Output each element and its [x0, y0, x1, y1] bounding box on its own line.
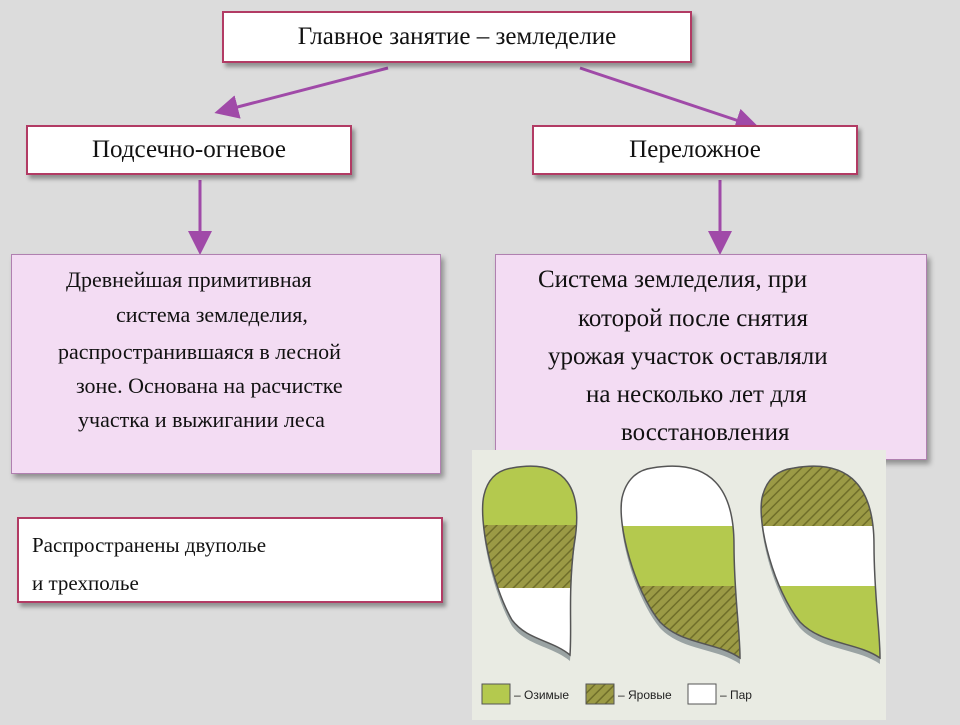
- right-branch-title: Переложное: [629, 136, 761, 163]
- left-branch-title: Подсечно-огневое: [92, 136, 286, 163]
- field-1: [481, 465, 578, 661]
- right-description-line: урожая участок оставляли: [548, 343, 828, 370]
- root-node: Главное занятие – земледелие: [222, 11, 692, 63]
- left-description-line: распространившаяся в лесной: [58, 339, 341, 364]
- right-description-box: Система земледелия, при которой после сн…: [495, 254, 927, 460]
- legend-swatch-fallow: [687, 683, 717, 705]
- right-description-line: которой после снятия: [578, 305, 808, 332]
- right-description-line: Система земледелия, при: [538, 266, 808, 293]
- left-description-box: Древнейшая примитивная система земледели…: [11, 254, 441, 474]
- note-line: и трехполье: [32, 571, 139, 595]
- legend-swatch-winter: [481, 683, 511, 705]
- left-description-line: зоне. Основана на расчистке: [76, 373, 343, 398]
- arrow-root-to-right: [579, 66, 760, 132]
- right-description-line: восстановления: [621, 419, 790, 446]
- arrow-root-to-left: [214, 66, 389, 119]
- field-3: [760, 465, 881, 664]
- legend-label-spring: – Яровые: [618, 688, 672, 702]
- right-description-line: на несколько лет для: [586, 381, 807, 408]
- left-description-line: Древнейшая примитивная: [66, 267, 312, 292]
- right-branch-node: Переложное: [532, 125, 858, 175]
- note-box: Распространены двуполье и трехполье: [17, 517, 443, 603]
- left-description-line: система земледелия,: [116, 302, 308, 327]
- field-2: [620, 465, 741, 664]
- legend-label-winter: – Озимые: [514, 688, 569, 702]
- legend-swatch-spring: [585, 683, 615, 705]
- note-line: Распространены двуполье: [32, 533, 267, 557]
- legend: – Озимые – Яровые – Пар: [481, 683, 752, 705]
- crop-rotation-illustration: – Озимые – Яровые – Пар: [472, 450, 886, 720]
- root-node-label: Главное занятие – земледелие: [297, 23, 617, 50]
- left-description-line: участка и выжигании леса: [78, 407, 325, 432]
- legend-label-fallow: – Пар: [720, 688, 752, 702]
- left-branch-node: Подсечно-огневое: [26, 125, 352, 175]
